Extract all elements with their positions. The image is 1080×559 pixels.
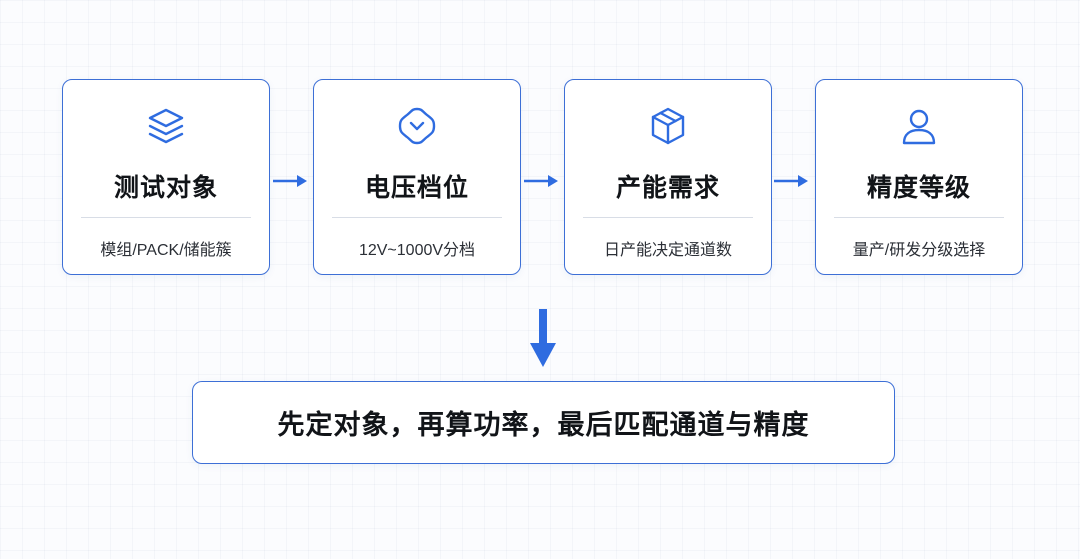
arrow-right-icon	[774, 175, 808, 187]
step-title: 测试对象	[113, 174, 218, 202]
step-title: 产能需求	[615, 174, 720, 202]
step-description: 12V~1000V分档	[358, 242, 476, 259]
summary-text: 先定对象，再算功率，最后匹配通道与精度	[277, 410, 810, 440]
divider	[834, 217, 1004, 218]
divider	[583, 217, 753, 218]
step-description: 量产/研发分级选择	[852, 242, 986, 259]
box-icon	[646, 104, 690, 148]
step-card-test-object: 测试对象 模组/PACK/储能簇	[62, 79, 270, 275]
layers-icon	[144, 104, 188, 148]
arrow-right-icon	[524, 175, 558, 187]
step-title: 精度等级	[866, 174, 971, 202]
step-description: 日产能决定通道数	[603, 242, 732, 259]
step-card-capacity-demand: 产能需求 日产能决定通道数	[564, 79, 772, 275]
user-icon	[897, 104, 941, 148]
step-card-voltage-level: 电压档位 12V~1000V分档	[313, 79, 521, 275]
step-title: 电压档位	[364, 174, 469, 202]
summary-box: 先定对象，再算功率，最后匹配通道与精度	[192, 381, 895, 464]
divider	[332, 217, 502, 218]
step-card-accuracy-grade: 精度等级 量产/研发分级选择	[815, 79, 1023, 275]
arrow-right-icon	[273, 175, 307, 187]
divider	[81, 217, 251, 218]
step-description: 模组/PACK/储能簇	[100, 242, 232, 259]
arrow-down-icon	[530, 309, 556, 367]
chevron-down-circle-icon	[395, 104, 439, 148]
